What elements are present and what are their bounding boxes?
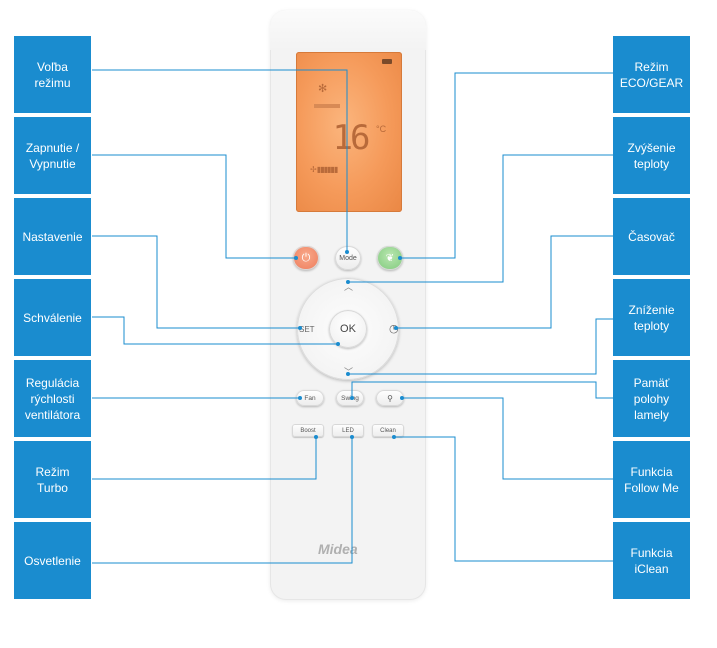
label-louver-memory: Pamäť polohy lamely <box>613 360 690 437</box>
lcd-display <box>296 52 402 212</box>
display-unit: °C <box>376 124 387 134</box>
follow-me-button[interactable]: ⚲ <box>376 390 404 406</box>
clean-button[interactable]: Clean <box>372 424 404 437</box>
brand-logo: Midea <box>318 541 358 557</box>
line-ok <box>92 316 338 345</box>
line-eco <box>400 72 613 259</box>
snowflake-icon: ✻ <box>318 83 328 95</box>
label-power: Zapnutie / Vypnutie <box>14 117 91 194</box>
label-temp-down: Zníženie teploty <box>613 279 690 356</box>
label-iclean: Funkcia iClean <box>613 522 690 599</box>
fan-button[interactable]: Fan <box>296 390 324 406</box>
display-temperature: 16 <box>332 118 371 158</box>
line-led <box>92 437 353 564</box>
led-button[interactable]: LED <box>332 424 364 437</box>
label-fan-speed: Regulácia rýchlosti ventilátora <box>14 360 91 437</box>
battery-icon <box>382 59 392 64</box>
follow-me-icon: ⚲ <box>387 393 393 403</box>
label-confirm: Schválenie <box>14 279 91 356</box>
eco-leaf-icon: ❦ <box>385 252 395 264</box>
line-boost <box>92 437 317 480</box>
label-eco-gear: Režim ECO/GEAR <box>613 36 690 113</box>
line-timer <box>396 235 613 329</box>
power-icon: ⏻ <box>301 251 311 264</box>
mode-button[interactable]: Mode <box>335 246 361 270</box>
line-down <box>348 318 613 375</box>
line-set <box>92 235 300 329</box>
fan-speed-bars-icon: ✢ ▮▮▮▮▮▮ <box>310 165 338 174</box>
label-mode-selection: Voľba režimu <box>14 36 91 113</box>
label-lighting: Osvetlenie <box>14 522 91 599</box>
line-clean <box>394 436 613 562</box>
set-button[interactable]: SET <box>299 325 315 334</box>
line-power <box>92 154 296 259</box>
ok-button[interactable]: OK <box>329 310 367 348</box>
label-setting: Nastavenie <box>14 198 91 275</box>
line-up <box>348 154 613 283</box>
label-temp-up: Zvýšenie teploty <box>613 117 690 194</box>
line-swing <box>351 381 613 399</box>
clock-icon[interactable]: ◷ <box>389 323 399 335</box>
line-mode <box>92 69 348 252</box>
label-follow-me: Funkcia Follow Me <box>613 441 690 518</box>
line-follow <box>402 397 613 480</box>
label-timer: Časovač <box>613 198 690 275</box>
display-segment <box>314 104 340 108</box>
boost-button[interactable]: Boost <box>292 424 324 437</box>
chevron-down-icon[interactable]: ﹀ <box>344 367 354 377</box>
chevron-up-icon[interactable]: ︿ <box>344 282 354 292</box>
power-button[interactable]: ⏻ <box>293 246 319 270</box>
label-turbo: Režim Turbo <box>14 441 91 518</box>
